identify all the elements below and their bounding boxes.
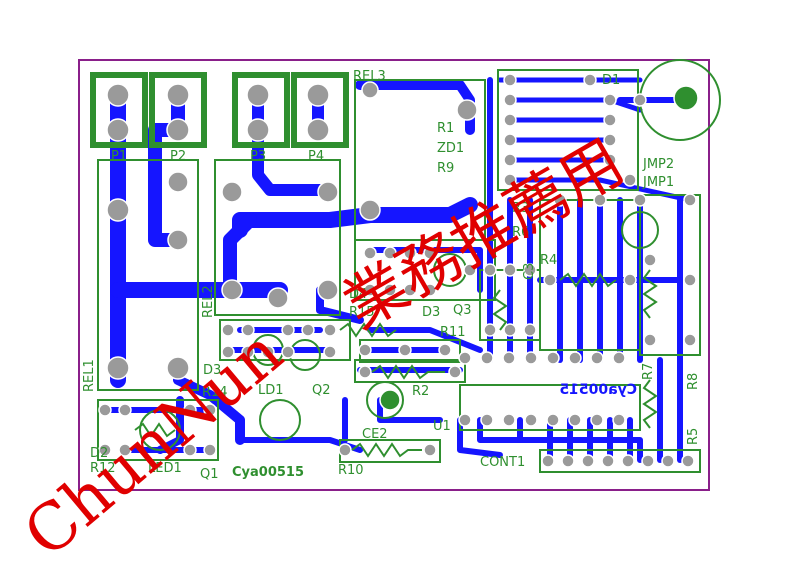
watermark-latin: ChunNun [11,316,297,573]
label-r4: R4 [540,253,557,268]
label-r5: R5 [686,428,701,445]
label-r12: R12 [90,461,116,476]
label-rel1: REL1 [82,359,97,392]
label-jmp1: JMP1 [642,175,674,190]
label-r15: R15 [349,305,375,320]
watermark-cjk: 業務推薦用 [331,125,636,343]
label-led1: LED1 [148,461,182,476]
label-d3-top: D3 [422,305,440,320]
label-ld1: LD1 [258,383,284,398]
label-u1: U1 [433,419,451,434]
pads [98,73,699,468]
label-r7: R7 [641,363,656,380]
label-r6: R6 [512,225,529,240]
label-cont1: CONT1 [480,455,525,470]
label-rel3: REL3 [353,69,386,84]
label-rel2: REL2 [201,285,216,318]
label-c3: C3 [522,263,537,280]
label-jmp2: JMP2 [642,157,674,172]
label-p4: P4 [308,149,324,164]
resistor-symbols [134,269,658,458]
label-r11: R11 [440,325,466,340]
label-d4: D4 [349,287,367,302]
board-id-bottom-mirrored: Cya00515 [559,382,637,398]
label-r10: R10 [338,463,364,478]
label-r14: R14 [202,385,228,400]
label-p2: P2 [170,149,186,164]
label-p1: P1 [111,149,127,164]
label-q3: Q3 [453,303,472,318]
silkscreen-labels: REL3 R1 ZD1 R9 P1 P2 P3 P4 REL2 REL1 D1 … [82,69,701,482]
label-d3: D3 [203,363,221,378]
label-zd1: ZD1 [437,141,464,156]
label-d2: D2 [90,446,108,461]
board-id-top: Cya00515 [232,465,304,480]
label-r1: R1 [437,121,454,136]
label-r9: R9 [437,161,454,176]
label-q1: Q1 [200,467,219,482]
label-r3: R3 [512,201,529,216]
label-r8: R8 [686,373,701,390]
label-ce2: CE2 [362,427,388,442]
label-q2: Q2 [312,383,331,398]
label-p3: P3 [250,149,266,164]
label-r2: R2 [412,384,429,399]
board-outline [78,59,710,491]
label-d1: D1 [602,73,620,88]
